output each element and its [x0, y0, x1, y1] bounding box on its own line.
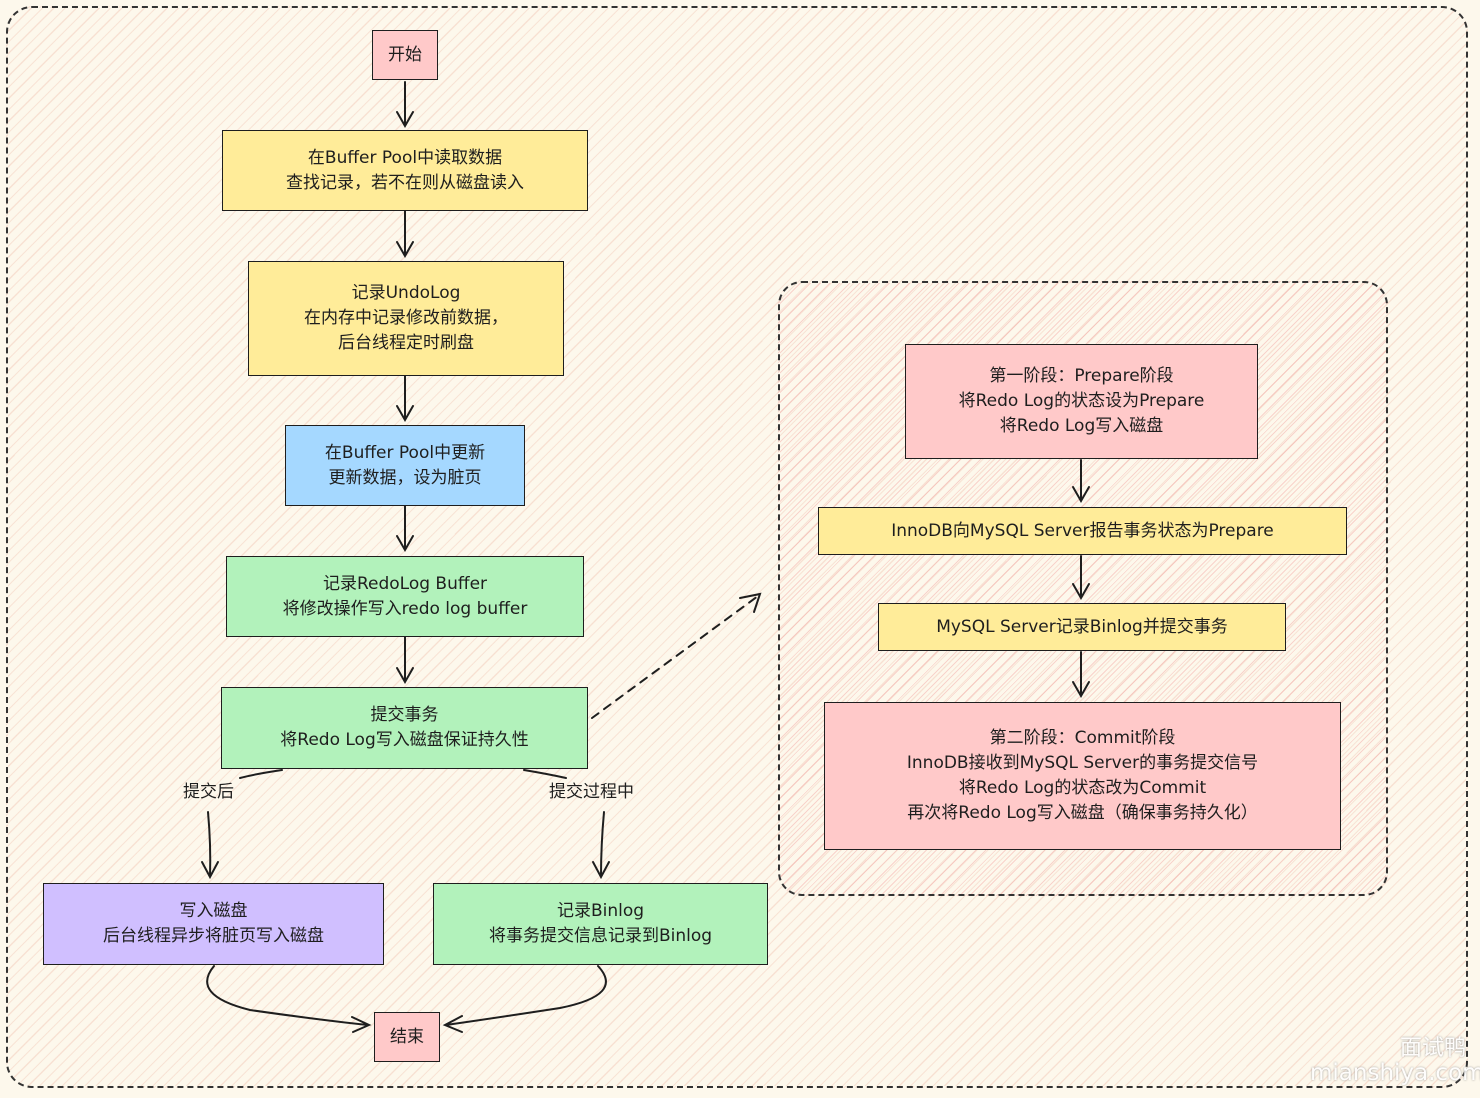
watermark-brand: 面试鸭 — [1400, 1036, 1467, 1061]
start-node: 开始 — [372, 30, 438, 80]
read-buffer-desc: 查找记录，若不在则从磁盘读入 — [286, 172, 524, 193]
phase2-desc-1: InnoDB接收到MySQL Server的事务提交信号 — [906, 753, 1259, 773]
arrow-commit-to-binlog — [592, 811, 610, 880]
redo-log-buffer-node: 记录RedoLog Buffer 将修改操作写入redo log buffer — [226, 556, 584, 637]
end-node: 结束 — [374, 1012, 440, 1062]
update-buffer-pool-node: 在Buffer Pool中更新 更新数据，设为脏页 — [285, 425, 525, 506]
arrow-undo-to-update — [396, 375, 414, 423]
arrow-commit-to-group — [591, 595, 759, 719]
commit-title: 提交事务 — [370, 705, 439, 725]
edge-label-during-commit: 提交过程中 — [549, 782, 634, 802]
undo-log-desc-1: 在内存中记录修改前数据， — [304, 308, 508, 328]
start-text: 开始 — [388, 44, 422, 65]
write-disk-desc: 后台线程异步将脏页写入磁盘 — [103, 926, 324, 946]
arrow-commit-to-binlog-top — [523, 769, 567, 779]
read-buffer-title: 在Buffer Pool中读取数据 — [307, 147, 503, 168]
phase-two-commit-node: 第二阶段：Commit阶段 InnoDB接收到MySQL Server的事务提交… — [824, 702, 1341, 850]
binlog-desc: 将事务提交信息记录到Binlog — [488, 926, 713, 946]
report-text: InnoDB向MySQL Server报告事务状态为Prepare — [891, 520, 1274, 541]
phase-one-prepare-node: 第一阶段：Prepare阶段 将Redo Log的状态设为Prepare 将Re… — [905, 344, 1258, 459]
arrow-binlog-to-end — [442, 965, 607, 1033]
arrow-report-to-binlog — [1072, 555, 1090, 601]
arrow-disk-to-end — [206, 965, 372, 1033]
server-binlog-node: MySQL Server记录Binlog并提交事务 — [878, 603, 1286, 651]
phase2-desc-3: 再次将Redo Log写入磁盘（确保事务持久化） — [907, 803, 1258, 823]
phase1-desc-1: 将Redo Log的状态设为Prepare — [958, 391, 1205, 411]
edge-label-after-commit: 提交后 — [183, 782, 234, 802]
phase1-title: 第一阶段：Prepare阶段 — [989, 366, 1174, 386]
undo-log-desc-2: 后台线程定时刷盘 — [338, 333, 474, 353]
arrow-binlog-to-phase2 — [1072, 651, 1090, 699]
undo-log-node: 记录UndoLog 在内存中记录修改前数据， 后台线程定时刷盘 — [248, 261, 564, 376]
binlog-node: 记录Binlog 将事务提交信息记录到Binlog — [433, 883, 768, 965]
end-text: 结束 — [390, 1026, 424, 1047]
commit-desc: 将Redo Log写入磁盘保证持久性 — [280, 730, 529, 750]
write-disk-node: 写入磁盘 后台线程异步将脏页写入磁盘 — [43, 883, 384, 965]
arrow-commit-to-disk — [201, 811, 219, 880]
server-binlog-text: MySQL Server记录Binlog并提交事务 — [936, 616, 1228, 637]
arrow-update-to-redo — [396, 505, 414, 553]
phase2-title: 第二阶段：Commit阶段 — [989, 728, 1176, 748]
redo-buffer-desc: 将修改操作写入redo log buffer — [282, 598, 528, 619]
phase1-desc-2: 将Redo Log写入磁盘 — [999, 416, 1164, 436]
commit-transaction-node: 提交事务 将Redo Log写入磁盘保证持久性 — [221, 687, 588, 769]
binlog-title: 记录Binlog — [556, 901, 645, 921]
update-buffer-title: 在Buffer Pool中更新 — [324, 442, 486, 463]
redo-buffer-title: 记录RedoLog Buffer — [322, 573, 488, 594]
undo-log-title: 记录UndoLog — [351, 283, 461, 303]
arrow-redo-to-commit — [396, 636, 414, 685]
update-buffer-desc: 更新数据，设为脏页 — [328, 467, 482, 488]
arrow-start-to-read — [396, 81, 414, 129]
arrow-phase1-to-report — [1072, 459, 1090, 504]
read-buffer-pool-node: 在Buffer Pool中读取数据 查找记录，若不在则从磁盘读入 — [222, 130, 588, 211]
arrow-read-to-undo — [396, 210, 414, 259]
phase2-desc-2: 将Redo Log的状态改为Commit — [958, 778, 1207, 798]
watermark-url: mianshiya.com — [1310, 1060, 1480, 1086]
write-disk-title: 写入磁盘 — [179, 901, 248, 921]
arrow-commit-to-disk-top — [239, 769, 283, 779]
report-prepare-node: InnoDB向MySQL Server报告事务状态为Prepare — [818, 507, 1347, 555]
